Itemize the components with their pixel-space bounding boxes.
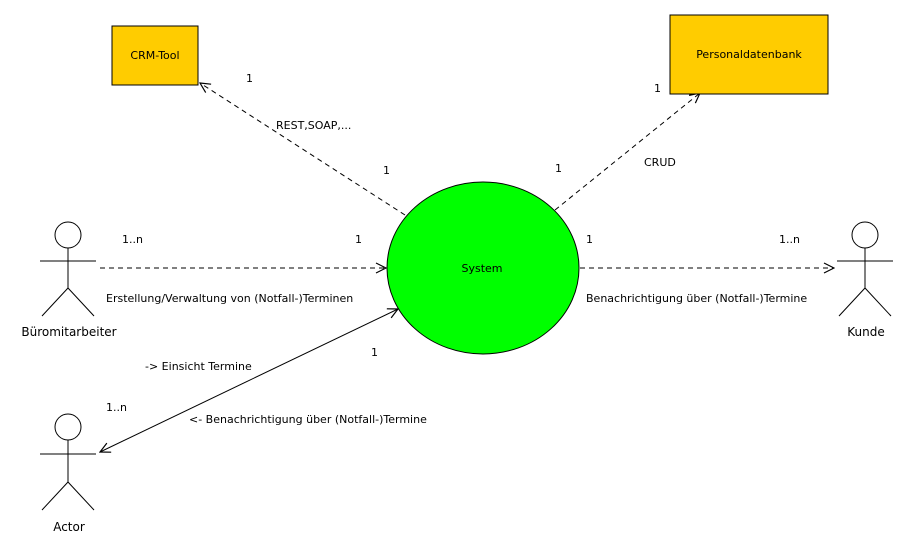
- edge-actor-mult-actor: 1..n: [106, 401, 127, 414]
- edge-actor-mult-system: 1: [371, 346, 378, 359]
- edge-crm-label: REST,SOAP,...: [276, 119, 351, 132]
- edge-actor-label-to-system: -> Einsicht Termine: [145, 360, 252, 373]
- actor-generic-head: [54, 413, 82, 441]
- edge-personal-label: CRUD: [644, 156, 676, 169]
- crm-tool-box[interactable]: CRM-Tool: [111, 25, 199, 86]
- actor-buero[interactable]: [40, 221, 96, 317]
- system-label: System: [461, 262, 502, 275]
- edge-crm-mult-box: 1: [246, 72, 253, 85]
- edge-kunde-mult-actor: 1..n: [779, 233, 800, 246]
- actor-generic[interactable]: [40, 413, 96, 511]
- edge-actor-label-to-actor: <- Benachrichtigung über (Notfall-)Termi…: [189, 413, 427, 426]
- personaldatenbank-label: Personaldatenbank: [696, 48, 802, 61]
- edge-crm[interactable]: [200, 83, 406, 216]
- edge-personal[interactable]: [554, 93, 700, 211]
- actor-buero-head: [54, 221, 82, 249]
- edge-kunde-label: Benachrichtigung über (Notfall-)Termine: [586, 292, 807, 305]
- edge-buero-mult-actor: 1..n: [122, 233, 143, 246]
- edge-buero-label: Erstellung/Verwaltung von (Notfall-)Term…: [106, 292, 353, 305]
- personaldatenbank-box[interactable]: Personaldatenbank: [669, 14, 829, 95]
- actor-generic-label: Actor: [53, 520, 85, 534]
- edge-buero-mult-system: 1: [355, 233, 362, 246]
- edge-crm-mult-system: 1: [383, 164, 390, 177]
- edge-personal-mult-box: 1: [654, 82, 661, 95]
- crm-tool-label: CRM-Tool: [130, 49, 179, 62]
- system-usecase[interactable]: System: [386, 181, 580, 355]
- edge-kunde-mult-system: 1: [586, 233, 593, 246]
- edge-actor[interactable]: [100, 309, 398, 452]
- actor-kunde-label: Kunde: [847, 325, 884, 339]
- actor-buero-label: Büromitarbeiter: [21, 325, 116, 339]
- actor-kunde-head: [851, 221, 879, 249]
- actor-kunde[interactable]: [837, 221, 893, 317]
- edge-personal-mult-system: 1: [555, 162, 562, 175]
